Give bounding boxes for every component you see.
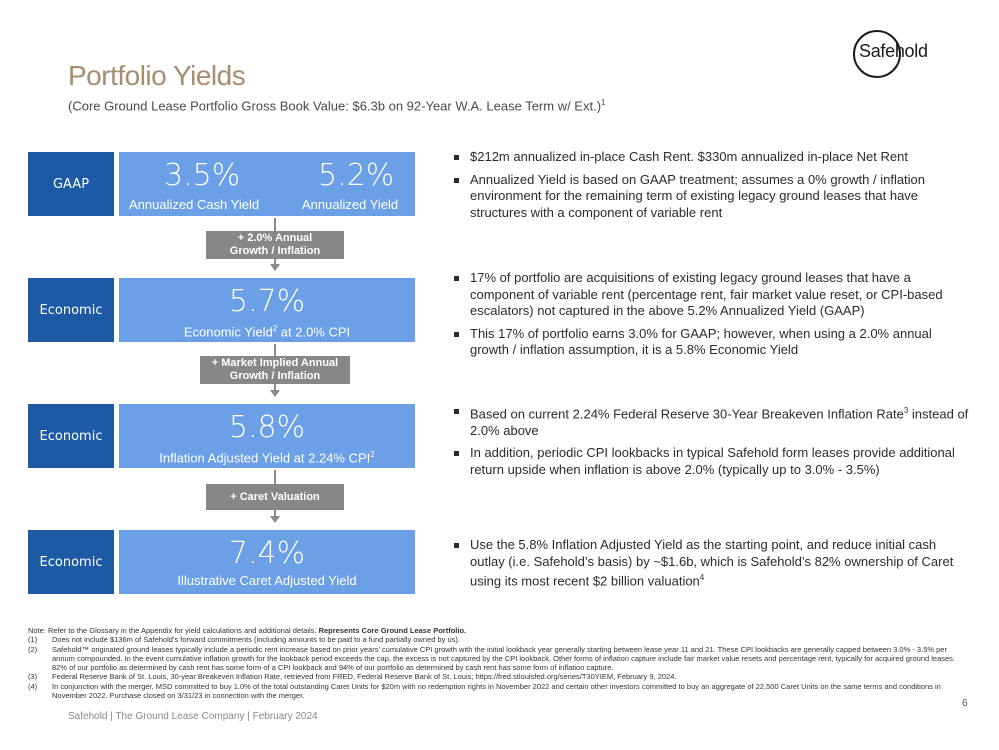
footnote-number: (2) [28,644,38,654]
footnote-text: Safehold™ originated ground leases typic… [52,644,956,673]
caption-text: Inflation Adjusted Yield at 2.24% CPI [159,450,371,466]
footnote-number: (1) [28,635,38,645]
page-subtitle: (Core Ground Lease Portfolio Gross Book … [68,98,606,113]
caret-adjusted-value: 7.4% [228,536,306,571]
row-box-caret-adjusted: 7.4% Illustrative Caret Adjusted Yield [119,530,415,594]
footnotes: Note: Refer to the Glossary in the Appen… [28,626,960,700]
page-title: Portfolio Yields [68,60,246,91]
arrow-down-icon [270,264,280,271]
footnote: (4) In conjunction with the merger, MSD c… [28,682,960,701]
bullet-item: In addition, periodic CPI lookbacks in t… [452,445,972,478]
bullet-text: Based on current 2.24% Federal Reserve 3… [470,406,904,422]
pill-line: + 2.0% Annual [237,232,313,244]
row-box-economic-yield: 5.7% Economic Yield2 at 2.0% CPI [119,278,415,342]
footnote: (3) Federal Reserve Bank of St. Louis, 30… [28,672,960,681]
row-label-economic-3: Economic [28,530,114,594]
caption-text: Economic Yield [183,324,273,340]
footnote-text: Does not include $136m of Safehold’s for… [52,635,461,645]
notes-intro-bold: Represents Core Ground Lease Portfolio. [318,626,467,635]
pill-line: Growth / Inflation [229,370,321,382]
row-box-gaap: 3.5% Annualized Cash Yield 5.2% Annualiz… [119,152,415,216]
caption-text: at 2.0% CPI [277,324,351,340]
footnote-number: (3) [28,672,38,682]
footnote-number: (4) [28,681,38,691]
footnote-text: Federal Reserve Bank of St. Louis, 30-ye… [52,672,677,682]
row-label-gaap: GAAP [28,152,114,216]
bullet-item: Annualized Yield is based on GAAP treatm… [452,172,972,222]
row-box-inflation-adjusted: 5.8% Inflation Adjusted Yield at 2.24% C… [119,404,415,468]
bullet-footnote: 3 [903,406,909,415]
economic-yield-value: 5.7% [228,284,306,319]
caret-valuation-pill: + Caret Valuation [206,484,344,510]
pill-line: Growth / Inflation [229,245,321,257]
bullets-inflation-adjusted: Based on current 2.24% Federal Reserve 3… [452,403,972,484]
subtitle-text: (Core Ground Lease Portfolio Gross Book … [68,98,602,114]
subtitle-footnote: 1 [601,98,606,107]
arrow-down-icon [270,516,280,523]
bullet-item: Use the 5.8% Inflation Adjusted Yield as… [452,537,972,590]
bullets-economic-yield: 17% of portfolio are acquisitions of exi… [452,270,972,365]
bullet-footnote: 4 [699,573,705,582]
caption-footnote: 2 [272,324,278,333]
inflation-adjusted-value: 5.8% [228,410,306,445]
cash-yield-caption: Annualized Cash Yield [129,197,260,212]
pill-line: + Market Implied Annual [211,357,339,369]
bullets-gaap: $212m annualized in-place Cash Rent. $33… [452,149,972,227]
cash-yield-value: 3.5% [164,158,241,193]
notes-intro: Note: Refer to the Glossary in the Appen… [28,626,960,635]
bullet-item: 17% of portfolio are acquisitions of exi… [452,270,972,320]
logo-text: Safehold [859,41,928,61]
bullet-text: Use the 5.8% Inflation Adjusted Yield as… [470,537,954,589]
bullet-text: instead of 2.0% above [470,406,969,438]
footnote-text: In conjunction with the merger, MSD comm… [52,681,941,701]
bullet-item: Based on current 2.24% Federal Reserve 3… [452,403,972,439]
bullets-caret-adjusted: Use the 5.8% Inflation Adjusted Yield as… [452,537,972,596]
footnote: (2) Safehold™ originated ground leases ty… [28,645,960,673]
bullet-item: This 17% of portfolio earns 3.0% for GAA… [452,326,972,359]
page-number: 6 [962,698,968,709]
page-footer: Safehold | The Ground Lease Company | Fe… [68,711,318,722]
arrow-down-icon [270,390,280,397]
row-label-economic-2: Economic [28,404,114,468]
safehold-logo: Safehold [853,30,935,80]
inflation-adjusted-caption: Inflation Adjusted Yield at 2.24% CPI2 [119,450,415,465]
caret-adjusted-caption: Illustrative Caret Adjusted Yield [177,573,357,588]
caption-footnote: 2 [370,450,375,459]
annualized-yield-value: 5.2% [318,158,395,193]
economic-yield-caption: Economic Yield2 at 2.0% CPI [119,324,415,339]
annualized-yield-caption: Annualized Yield [302,197,399,212]
notes-intro-text: Note: Refer to the Glossary in the Appen… [28,626,319,635]
row-label-economic-1: Economic [28,278,114,342]
logo-circle [853,30,901,78]
bullet-item: $212m annualized in-place Cash Rent. $33… [452,149,972,166]
footnote: (1) Does not include $136m of Safehold’s … [28,635,960,644]
